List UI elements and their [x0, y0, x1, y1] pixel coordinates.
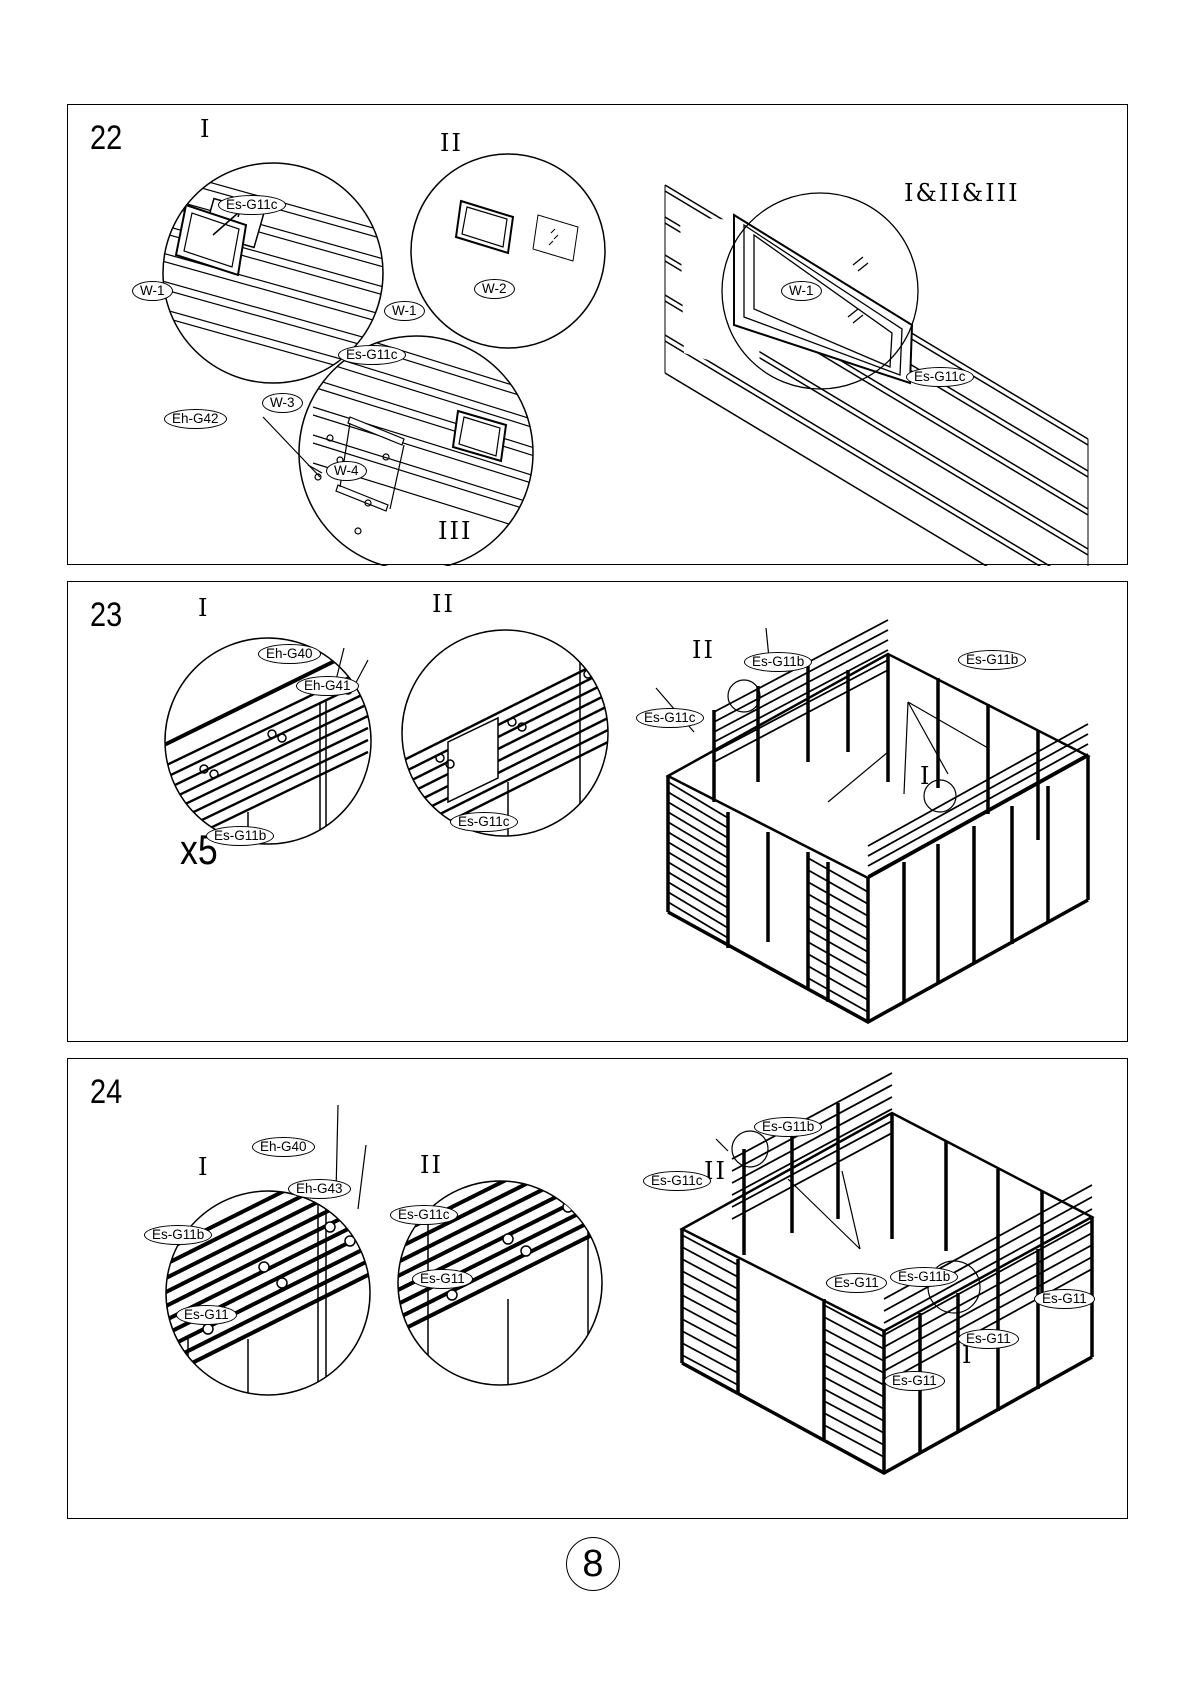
part-tag: Eh-G40 — [258, 644, 321, 664]
step-number: 23 — [90, 596, 122, 635]
part-tag: Es-G11 — [412, 1269, 473, 1289]
view-label-ii: II — [440, 129, 463, 157]
part-tag: Es-G11b — [890, 1267, 958, 1287]
step-23-panel: 23 I II II I x5 Eh-G40 Eh-G41 Es-G11b Es… — [67, 581, 1128, 1042]
part-tag: Es-G11 — [1034, 1289, 1095, 1309]
part-tag: Eh-G40 — [252, 1137, 315, 1157]
part-tag: W-2 — [474, 279, 515, 299]
part-tag: Es-G11 — [176, 1305, 237, 1325]
part-tag: Es-G11c — [450, 812, 518, 832]
part-tag: Es-G11c — [643, 1171, 711, 1191]
view-label-i: I — [198, 1153, 209, 1181]
part-tag: Es-G11c — [636, 708, 704, 728]
part-tag: Es-G11c — [906, 367, 974, 387]
part-tag: Es-G11b — [754, 1117, 822, 1137]
part-tag: Es-G11 — [826, 1273, 887, 1293]
page-number: 8 — [566, 1537, 620, 1591]
part-tag: W-1 — [384, 301, 425, 321]
part-tag: W-3 — [262, 393, 303, 413]
step-24-illustration — [68, 1059, 1129, 1520]
view-label-i: I — [200, 115, 211, 143]
part-tag: Es-G11b — [744, 652, 812, 672]
part-tag: Eh-G43 — [288, 1179, 351, 1199]
part-tag: Es-G11c — [218, 195, 286, 215]
part-tag: Eh-G42 — [164, 409, 227, 429]
part-tag: Es-G11 — [958, 1329, 1019, 1349]
part-tag: Es-G11c — [338, 345, 406, 365]
part-tag: Es-G11c — [390, 1205, 458, 1225]
part-tag: Es-G11b — [958, 650, 1026, 670]
part-tag: Es-G11b — [206, 826, 274, 846]
part-tag: W-1 — [132, 281, 173, 301]
part-tag: W-4 — [326, 461, 367, 481]
part-tag: W-1 — [781, 281, 822, 301]
step-number: 24 — [90, 1073, 122, 1112]
part-tag: Eh-G41 — [296, 676, 359, 696]
step-22-illustration — [68, 105, 1129, 566]
view-label-ii: II — [420, 1151, 443, 1179]
view-label-ii: II — [432, 590, 455, 618]
view-label-i: I — [198, 594, 209, 622]
view-label-iii: III — [438, 517, 472, 545]
step-22-panel: 22 I II III I&II&III Es-G11c W-1 W-1 W-2… — [67, 104, 1128, 565]
view-label-i-main: I — [920, 762, 931, 790]
part-tag: Es-G11 — [884, 1371, 945, 1391]
step-24-panel: 24 I II II I Eh-G40 Eh-G43 Es-G11b Es-G1… — [67, 1058, 1128, 1519]
view-label-combined: I&II&III — [904, 179, 1020, 207]
view-label-ii-main: II — [692, 636, 715, 664]
part-tag: Es-G11b — [144, 1225, 212, 1245]
step-number: 22 — [90, 119, 122, 158]
